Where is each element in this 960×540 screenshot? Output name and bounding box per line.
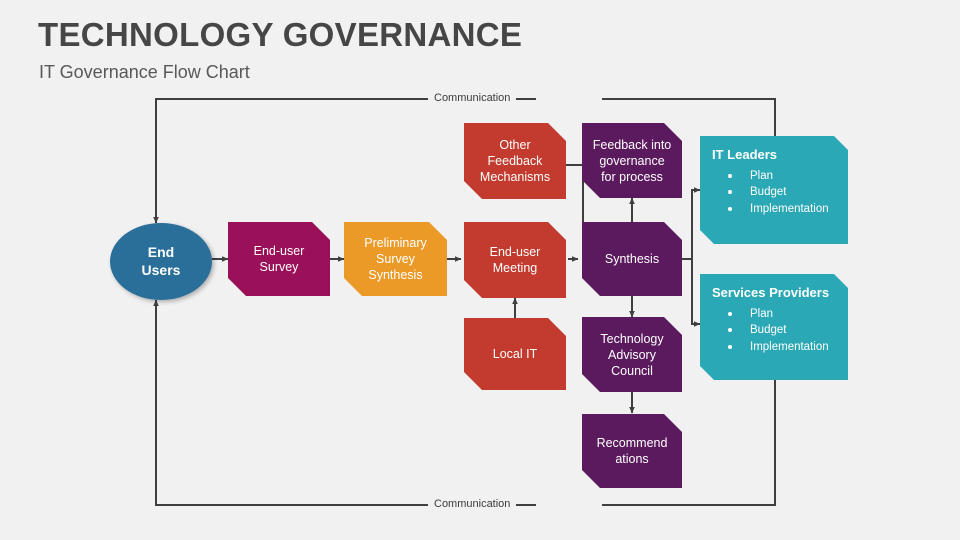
node-end-users-label: End Users <box>141 243 181 278</box>
page-title: TECHNOLOGY GOVERNANCE <box>38 16 523 53</box>
list-item: Plan <box>728 168 836 185</box>
node-recommendations[interactable]: Recommend ations <box>582 414 682 488</box>
panel-services-providers-heading: Services Providers <box>712 285 830 300</box>
node-end-user-meeting[interactable]: End-user Meeting <box>464 222 566 298</box>
panel-services-providers-bullets: Plan Budget Implementation <box>712 306 836 356</box>
node-local-it[interactable]: Local IT <box>464 318 566 390</box>
node-synthesis[interactable]: Synthesis <box>582 222 682 296</box>
node-local-it-label: Local IT <box>492 347 538 361</box>
node-other-feedback-mechanisms[interactable]: Other Feedback Mechanisms <box>464 123 566 199</box>
page-subtitle: IT Governance Flow Chart <box>39 62 250 82</box>
node-end-user-survey[interactable]: End-user Survey <box>228 222 330 296</box>
list-item: Budget <box>728 184 836 201</box>
node-feedback-into-governance[interactable]: Feedback into governance for process <box>582 123 682 198</box>
node-preliminary-survey-synthesis[interactable]: Preliminary Survey Synthesis <box>344 222 447 296</box>
node-synthesis-label: Synthesis <box>604 252 660 266</box>
node-end-users[interactable]: End Users <box>110 223 212 300</box>
panel-it-leaders[interactable]: IT Leaders Plan Budget Implementation <box>700 136 848 244</box>
node-technology-advisory-council[interactable]: Technology Advisory Council <box>582 317 682 392</box>
panel-it-leaders-heading: IT Leaders <box>712 147 778 162</box>
node-preliminary-survey-synthesis-label: Preliminary Survey Synthesis <box>364 236 427 282</box>
list-item: Implementation <box>728 201 836 218</box>
node-feedback-into-governance-label: Feedback into governance for process <box>592 137 672 184</box>
node-technology-advisory-council-label: Technology Advisory Council <box>600 331 664 378</box>
list-item: Budget <box>728 322 836 339</box>
node-other-feedback-mechanisms-label: Other Feedback Mechanisms <box>479 138 551 184</box>
node-recommendations-label: Recommend ations <box>596 436 668 466</box>
communication-label-top: Communication <box>428 92 517 104</box>
node-end-user-survey-label: End-user Survey <box>253 244 305 274</box>
panel-services-providers[interactable]: Services Providers Plan Budget Implement… <box>700 274 848 380</box>
list-item: Plan <box>728 306 836 323</box>
node-end-user-meeting-label: End-user Meeting <box>489 245 541 275</box>
list-item: Implementation <box>728 339 836 356</box>
panel-it-leaders-bullets: Plan Budget Implementation <box>712 168 836 218</box>
communication-label-bottom: Communication <box>428 498 517 510</box>
